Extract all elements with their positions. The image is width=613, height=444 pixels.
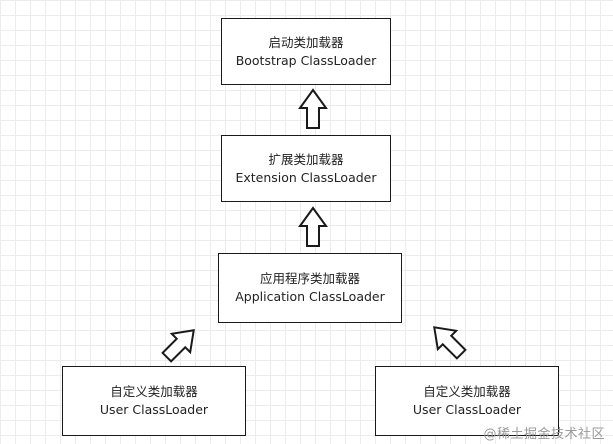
user-classloader-left-subtitle: User ClassLoader bbox=[99, 402, 209, 417]
application-classloader-box: 应用程序类加载器 Application ClassLoader bbox=[218, 253, 402, 323]
user-classloader-right-box: 自定义类加载器 User ClassLoader bbox=[375, 366, 559, 436]
user-classloader-right-subtitle: User ClassLoader bbox=[412, 402, 522, 417]
application-classloader-subtitle: Application ClassLoader bbox=[235, 289, 385, 304]
application-classloader-title: 应用程序类加载器 bbox=[259, 271, 360, 286]
user-classloader-left-title: 自定义类加载器 bbox=[110, 384, 198, 399]
extension-classloader-title: 扩展类加载器 bbox=[268, 151, 344, 167]
extension-classloader-box: 扩展类加载器 Extension ClassLoader bbox=[221, 135, 391, 202]
arrow-extension-to-bootstrap bbox=[298, 88, 328, 129]
bootstrap-classloader-subtitle: Bootstrap ClassLoader bbox=[235, 52, 377, 68]
extension-classloader-subtitle: Extension ClassLoader bbox=[235, 169, 377, 185]
watermark-text: @稀土掘金技术社区 bbox=[483, 427, 605, 442]
user-classloader-left-box: 自定义类加载器 User ClassLoader bbox=[62, 366, 246, 436]
arrow-application-to-extension bbox=[298, 206, 328, 247]
bootstrap-classloader-box: 启动类加载器 Bootstrap ClassLoader bbox=[221, 18, 391, 85]
arrow-user-right-to-application bbox=[433, 326, 467, 360]
bootstrap-classloader-title: 启动类加载器 bbox=[268, 34, 344, 50]
user-classloader-right-title: 自定义类加载器 bbox=[423, 384, 511, 399]
arrow-user-left-to-application bbox=[161, 329, 195, 363]
